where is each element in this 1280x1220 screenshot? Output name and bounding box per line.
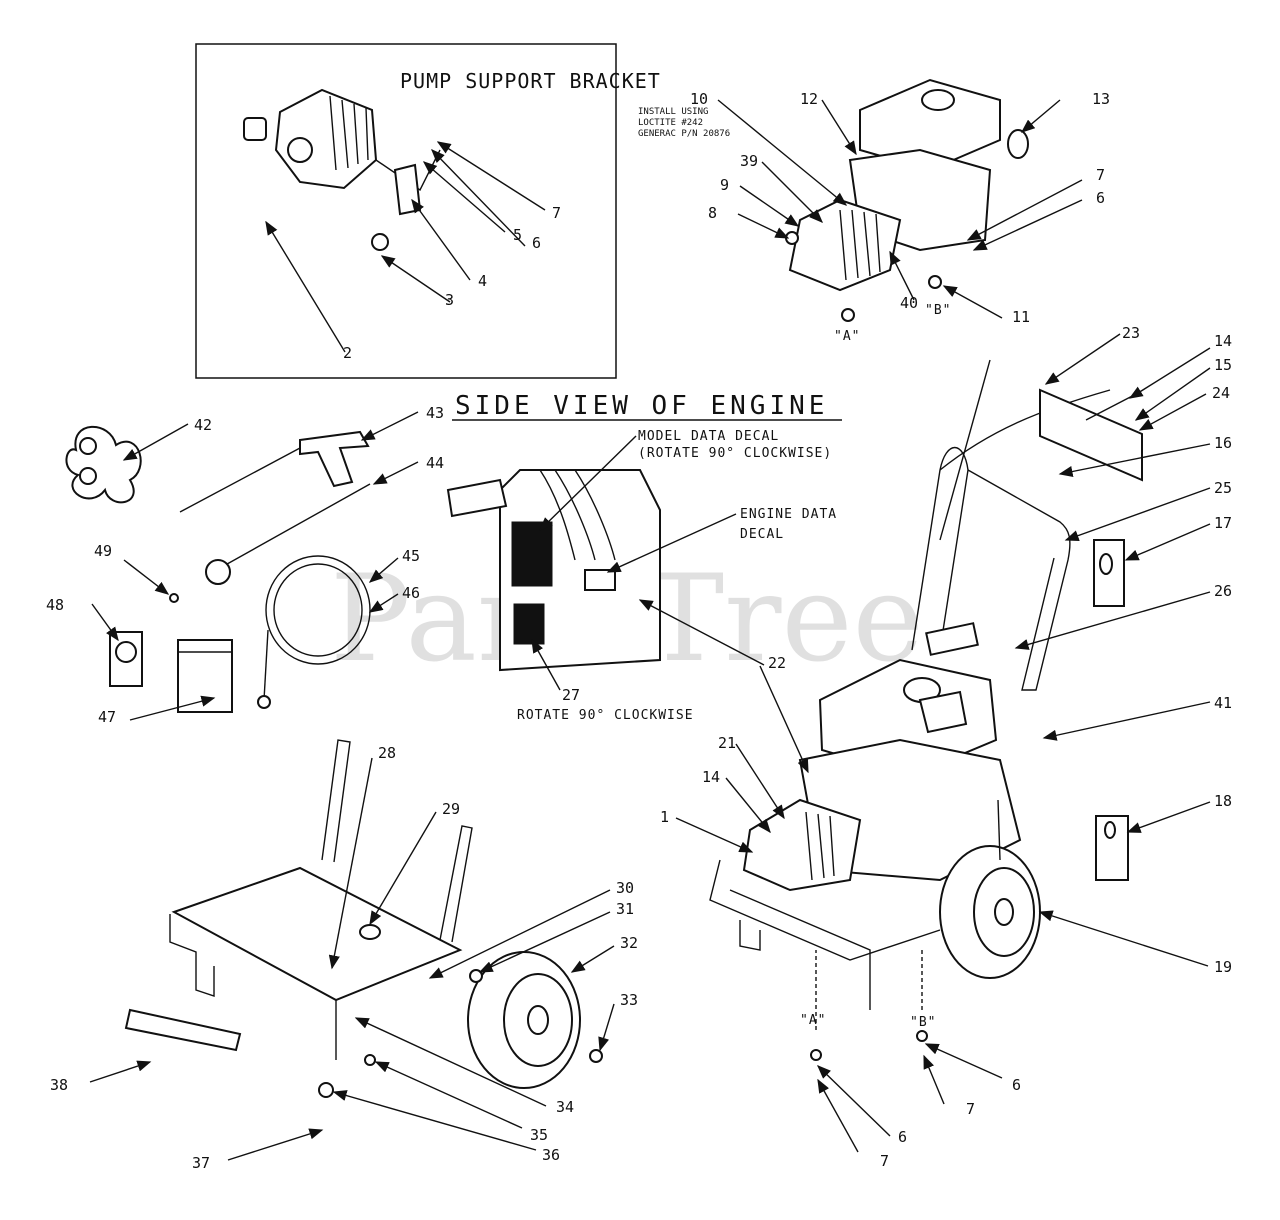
frame-base bbox=[171, 866, 463, 1002]
pump-support-bracket-inset: PUMP SUPPORT BRACKET 2 3 4 5 6 7 bbox=[195, 43, 661, 379]
callout-29: 29 bbox=[442, 800, 460, 818]
isolator-mount bbox=[371, 233, 389, 251]
install-note-line-1: INSTALL USING bbox=[638, 107, 708, 117]
callout-24: 24 bbox=[1212, 384, 1230, 402]
point-a-bottom: "A" bbox=[800, 1013, 826, 1028]
unit-pump bbox=[742, 798, 862, 892]
install-note-line-2: LOCTITE #242 bbox=[638, 118, 703, 128]
callout-5: 5 bbox=[513, 226, 522, 244]
engine-pump-assembly: INSTALL USING LOCTITE #242 GENERAC P/N 2… bbox=[638, 78, 1110, 344]
callout-30: 30 bbox=[616, 879, 634, 897]
install-note-line-3: GENERAC P/N 20876 bbox=[638, 129, 730, 139]
callout-49: 49 bbox=[94, 542, 112, 560]
fuel-tank bbox=[859, 78, 1001, 172]
complete-unit: "A" "B" 23 14 15 24 16 25 17 26 41 18 19… bbox=[660, 324, 1232, 1170]
decal-13 bbox=[1007, 129, 1029, 159]
callout-43: 43 bbox=[426, 404, 444, 422]
callout-35: 35 bbox=[530, 1126, 548, 1144]
callout-23: 23 bbox=[1122, 324, 1140, 342]
engine-shaft bbox=[446, 478, 508, 518]
o-ring bbox=[169, 593, 179, 603]
callout-6-b: 6 bbox=[1012, 1076, 1021, 1094]
callout-6-a: 6 bbox=[898, 1128, 907, 1146]
callout-32: 32 bbox=[620, 934, 638, 952]
callout-25: 25 bbox=[1214, 479, 1232, 497]
callout-21: 21 bbox=[718, 734, 736, 752]
point-b-bottom: "B" bbox=[910, 1015, 936, 1030]
callout-36: 36 bbox=[542, 1146, 560, 1164]
engine-decal-label-2: DECAL bbox=[740, 527, 784, 542]
callout-10: 10 bbox=[690, 90, 708, 108]
rotate-note: ROTATE 90° CLOCKWISE bbox=[517, 708, 694, 723]
callout-38: 38 bbox=[50, 1076, 68, 1094]
callout-7-engine: 7 bbox=[1096, 166, 1105, 184]
callout-13: 13 bbox=[1092, 90, 1110, 108]
callout-14-bottom: 14 bbox=[702, 768, 720, 786]
accessories: 42 43 44 45 46 49 48 47 bbox=[46, 404, 444, 726]
engine-decal-label-1: ENGINE DATA bbox=[740, 507, 837, 522]
callout-28: 28 bbox=[378, 744, 396, 762]
rotate-decal-27 bbox=[513, 603, 545, 645]
callout-39: 39 bbox=[740, 152, 758, 170]
callout-16: 16 bbox=[1214, 434, 1232, 452]
callout-6-engine: 6 bbox=[1096, 189, 1105, 207]
callout-2: 2 bbox=[343, 344, 352, 362]
model-data-decal bbox=[511, 521, 553, 587]
pump-illustration bbox=[243, 88, 441, 192]
callout-9: 9 bbox=[720, 176, 729, 194]
callout-15: 15 bbox=[1214, 356, 1232, 374]
callout-14-top: 14 bbox=[1214, 332, 1232, 350]
callout-37: 37 bbox=[192, 1154, 210, 1172]
callout-47: 47 bbox=[98, 708, 116, 726]
callout-41: 41 bbox=[1214, 694, 1232, 712]
callout-45: 45 bbox=[402, 547, 420, 565]
callout-4: 4 bbox=[478, 272, 487, 290]
callout-33: 33 bbox=[620, 991, 638, 1009]
callout-19: 19 bbox=[1214, 958, 1232, 976]
fuel-cap bbox=[921, 89, 955, 111]
callout-7-bracket: 7 bbox=[552, 204, 561, 222]
parts-bag bbox=[177, 639, 233, 713]
side-view-title: SIDE VIEW OF ENGINE bbox=[455, 391, 828, 421]
model-decal-label-2: (ROTATE 90° CLOCKWISE) bbox=[638, 446, 832, 461]
point-a-top: "A" bbox=[834, 329, 860, 344]
callout-22-side: 22 bbox=[768, 654, 786, 672]
callout-7-b: 7 bbox=[966, 1100, 975, 1118]
handle-right bbox=[967, 469, 1071, 691]
callout-11: 11 bbox=[1012, 308, 1030, 326]
callout-18: 18 bbox=[1214, 792, 1232, 810]
frame-assembly: 28 29 30 31 32 33 34 35 36 37 38 bbox=[50, 739, 638, 1172]
callout-17: 17 bbox=[1214, 514, 1232, 532]
callout-44: 44 bbox=[426, 454, 444, 472]
callout-3: 3 bbox=[445, 291, 454, 309]
decal-38 bbox=[124, 1008, 242, 1052]
bracket-plate-top bbox=[1039, 388, 1143, 482]
callout-31: 31 bbox=[616, 900, 634, 918]
point-b-top: "B" bbox=[925, 303, 951, 318]
handle-left bbox=[911, 447, 969, 651]
callout-6-bracket: 6 bbox=[532, 234, 541, 252]
model-decal-label-1: MODEL DATA DECAL bbox=[638, 429, 779, 444]
callout-12: 12 bbox=[800, 90, 818, 108]
callout-42: 42 bbox=[194, 416, 212, 434]
pump-support-bracket-title: PUMP SUPPORT BRACKET bbox=[400, 69, 661, 93]
decal-24 bbox=[925, 622, 979, 656]
callout-34: 34 bbox=[556, 1098, 574, 1116]
callout-48: 48 bbox=[46, 596, 64, 614]
callout-26: 26 bbox=[1214, 582, 1232, 600]
callout-1: 1 bbox=[660, 808, 669, 826]
spray-gun bbox=[299, 430, 370, 488]
callout-27: 27 bbox=[562, 686, 580, 704]
inset-frame bbox=[195, 43, 617, 379]
callout-40: 40 bbox=[900, 294, 918, 312]
nozzle-tips bbox=[65, 425, 142, 504]
callout-46: 46 bbox=[402, 584, 420, 602]
callout-7-a: 7 bbox=[880, 1152, 889, 1170]
spray-wand bbox=[219, 483, 371, 569]
callout-8: 8 bbox=[708, 204, 717, 222]
side-view-of-engine: SIDE VIEW OF ENGINE MODEL DATA DECAL (RO… bbox=[446, 391, 842, 723]
